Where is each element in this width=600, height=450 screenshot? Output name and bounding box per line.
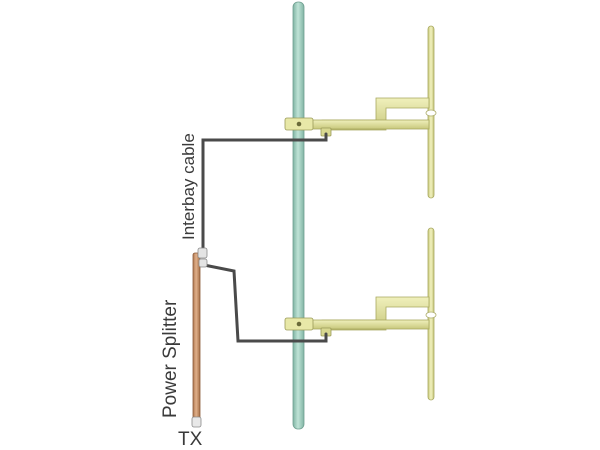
splitter-side-connector — [198, 258, 208, 268]
top-clamp-bolt — [296, 121, 302, 127]
splitter-bottom-connector — [191, 416, 202, 428]
antenna-bay-top — [284, 25, 437, 199]
power-splitter-body — [192, 252, 201, 422]
interbay-cable-top — [201, 132, 328, 254]
tx-label: TX — [178, 429, 203, 450]
interbay-cable-label: Interbay cable — [179, 133, 198, 240]
power-splitter — [191, 247, 208, 428]
splitter-top-connector — [197, 247, 208, 259]
mast — [292, 1, 305, 430]
top-insulator — [425, 109, 437, 117]
power-splitter-label: Power Splitter — [160, 299, 181, 418]
interbay-cable-bottom — [202, 263, 328, 343]
top-support-arm — [301, 119, 430, 130]
bottom-support-arm — [301, 319, 430, 330]
antenna-bay-bottom — [284, 227, 437, 401]
bottom-insulator — [425, 311, 437, 319]
bottom-clamp-bolt — [296, 321, 302, 327]
